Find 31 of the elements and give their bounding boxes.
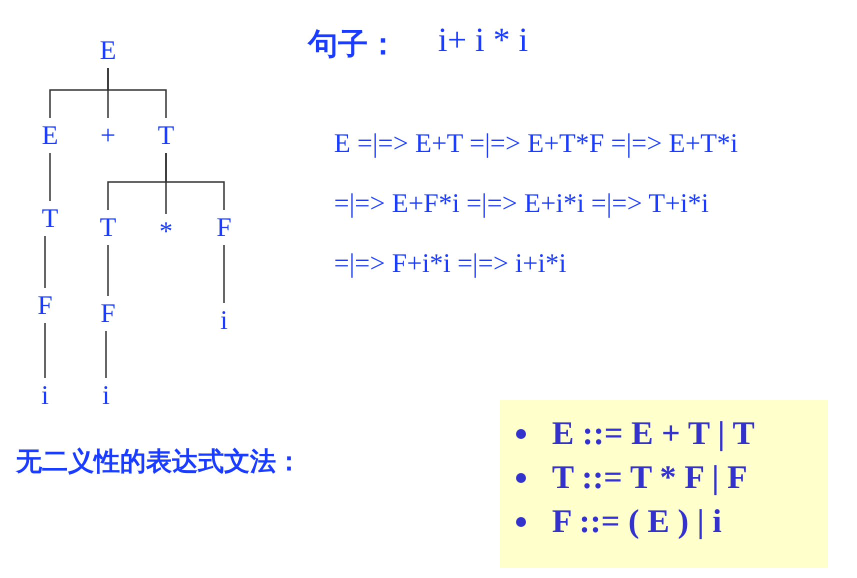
- derivation-line: =|=> F+i*i =|=> i+i*i: [334, 248, 566, 279]
- grammar-panel: [500, 400, 828, 568]
- tree-symbol: i: [41, 382, 49, 409]
- tree-line: [105, 331, 107, 378]
- tree-symbol: T: [42, 205, 58, 232]
- tree-line: [223, 245, 225, 303]
- tree-line: [107, 68, 167, 118]
- derivation-line: =|=> E+F*i =|=> E+i*i =|=> T+i*i: [334, 188, 709, 219]
- tree-symbol: *: [159, 218, 173, 245]
- grammar-rule: F ::= ( E ) | i: [510, 500, 828, 544]
- tree-symbol: E: [100, 37, 116, 64]
- heading: 句子：: [308, 26, 398, 64]
- tree-line: [44, 323, 46, 378]
- derivation-line: E =|=> E+T =|=> E+T*F =|=> E+T*i: [334, 128, 738, 159]
- tree-line: [49, 153, 51, 201]
- tree-symbol: T: [158, 122, 174, 149]
- grammar-heading: 无二义性的表达式文法：: [16, 446, 302, 479]
- sentence-text: i+ i * i: [438, 22, 528, 60]
- grammar-rule: T ::= T * F | F: [510, 456, 828, 500]
- tree-symbol: T: [100, 214, 116, 241]
- grammar-rule: E ::= E + T | T: [510, 412, 828, 456]
- tree-symbol: F: [216, 214, 232, 241]
- tree-symbol: +: [100, 122, 116, 149]
- tree-symbol: F: [37, 292, 53, 319]
- tree-symbol: F: [100, 300, 116, 327]
- tree-symbol: i: [102, 382, 110, 409]
- tree-line: [44, 236, 46, 288]
- tree-line: [165, 153, 225, 210]
- tree-symbol: E: [42, 122, 58, 149]
- tree-symbol: i: [220, 307, 228, 334]
- tree-line: [107, 245, 109, 296]
